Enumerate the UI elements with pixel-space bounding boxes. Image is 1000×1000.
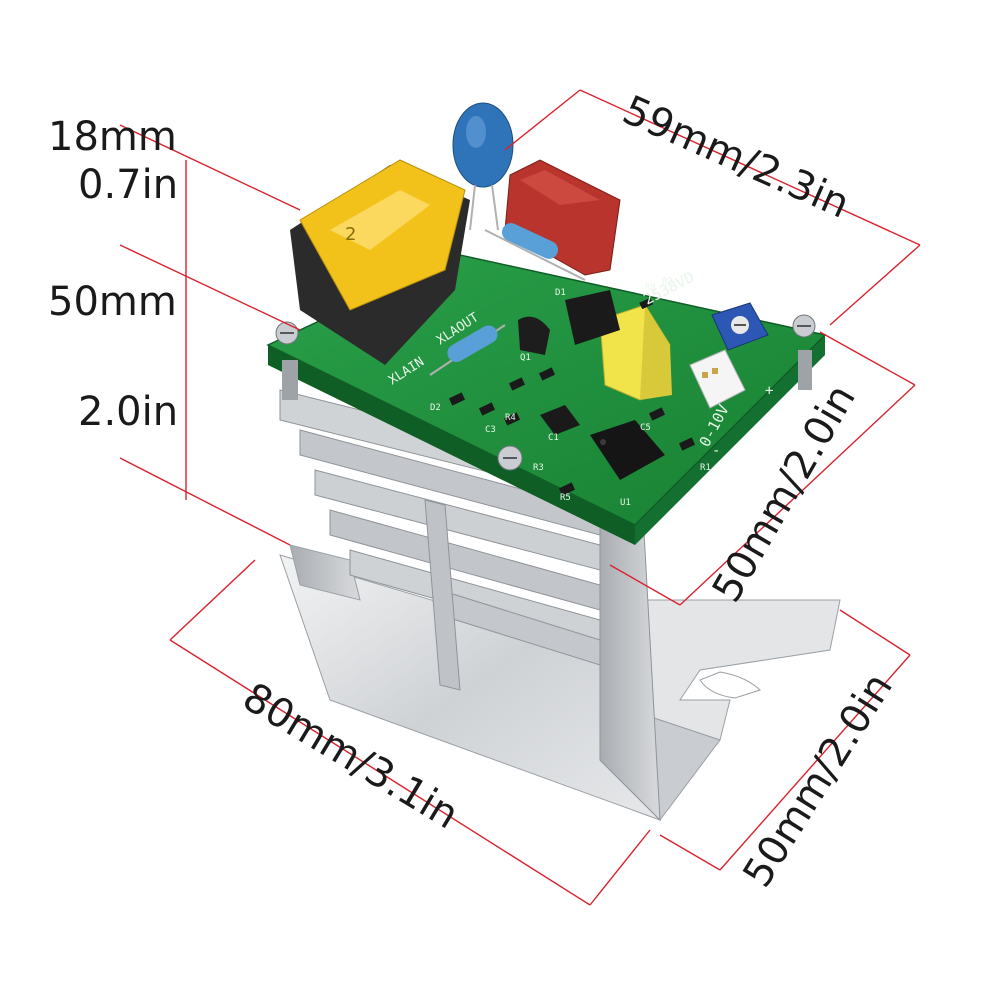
fuse-label: 2 bbox=[345, 224, 356, 245]
svg-text:C3: C3 bbox=[485, 425, 496, 435]
resistor-left bbox=[429, 324, 506, 376]
trimmer-potentiometer bbox=[711, 302, 769, 351]
svg-text:D2: D2 bbox=[430, 403, 441, 413]
svg-text:C1: C1 bbox=[548, 433, 559, 443]
svg-text:C5: C5 bbox=[640, 423, 651, 433]
height-mm-label: 18mm bbox=[48, 114, 177, 160]
silk-refdes: D2 C3 R4 R3 R5 R2 C1 Q1 R8 D1 C5 U1 R1 bbox=[430, 277, 711, 508]
heatsink bbox=[279, 389, 841, 822]
resistor-top bbox=[484, 223, 586, 281]
silk-plus: + bbox=[765, 383, 773, 399]
svg-text:R5: R5 bbox=[560, 493, 571, 503]
blue-capacitor bbox=[452, 102, 514, 231]
fuse-holder: 2 bbox=[290, 159, 470, 365]
svg-text:Q1: Q1 bbox=[520, 353, 531, 363]
silk-minus: - bbox=[712, 443, 720, 459]
ic-chips bbox=[518, 290, 665, 480]
svg-text:D1: D1 bbox=[555, 288, 566, 298]
svg-text:R2: R2 bbox=[662, 277, 673, 287]
red-capacitor bbox=[504, 159, 621, 276]
board-width-label: 59mm/2.3in bbox=[616, 87, 856, 228]
heatsink-width-label: 50mm/2.0in bbox=[734, 665, 901, 895]
pcb-board: 2 bbox=[266, 102, 827, 545]
svg-text:R8: R8 bbox=[645, 283, 656, 293]
signal-connector bbox=[689, 349, 746, 409]
depth-in-label: 2.0in bbox=[78, 389, 178, 435]
svg-text:U1: U1 bbox=[620, 498, 631, 508]
svg-text:R1: R1 bbox=[700, 463, 711, 473]
height-in-label: 0.7in bbox=[78, 162, 178, 208]
dimension-lines bbox=[119, 89, 921, 906]
svg-text:R3: R3 bbox=[533, 463, 544, 473]
svg-text:R4: R4 bbox=[505, 413, 516, 423]
smd-components bbox=[448, 297, 696, 496]
depth-mm-label: 50mm bbox=[48, 279, 177, 325]
